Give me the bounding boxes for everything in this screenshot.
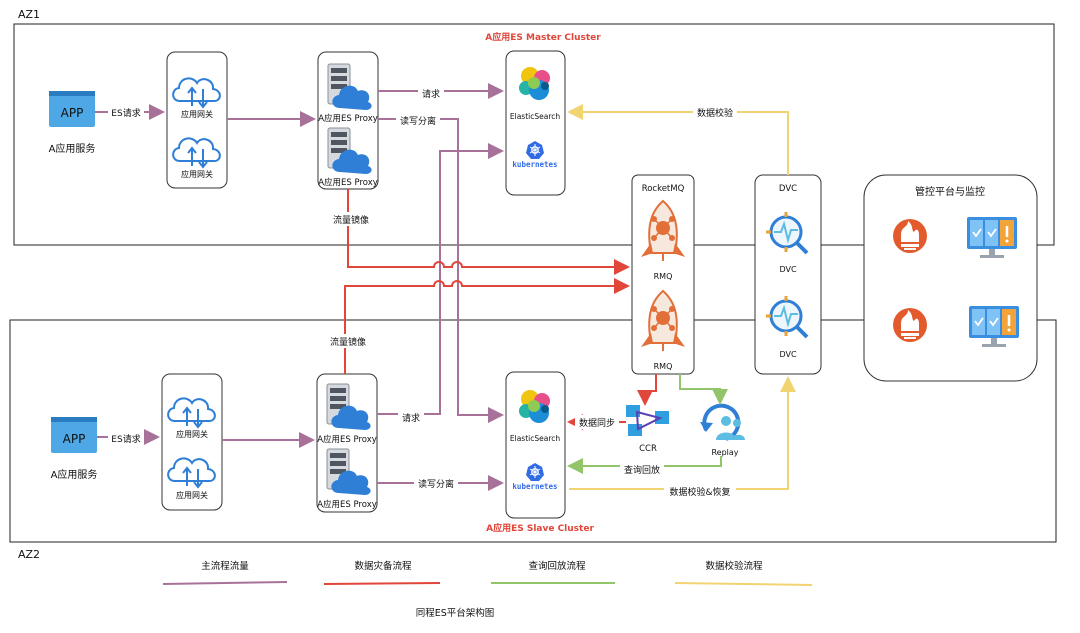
bottom-gateway-1-label: 应用网关	[176, 429, 208, 439]
top-app-icon: APP	[49, 91, 95, 127]
legend: 主流程流量 数据灾备流程 查询回放流程 数据校验流程	[162, 560, 813, 586]
legend-replay-label: 查询回放流程	[528, 560, 586, 572]
master-cluster-title: A应用ES Master Cluster	[485, 31, 601, 43]
data-check-label: 数据校验	[697, 107, 733, 119]
rmq-2-label: RMQ	[654, 362, 673, 371]
ccr-icon	[626, 405, 669, 436]
bottom-request-label: 请求	[402, 412, 420, 424]
az1-zone	[13, 23, 1055, 246]
az1-label: AZ1	[18, 8, 40, 21]
ccr-label: CCR	[639, 444, 657, 454]
query-replay-arrow	[567, 456, 722, 474]
top-request-label: 请求	[422, 88, 440, 100]
replay-label: Replay	[711, 448, 738, 457]
bottom-app-label: APP	[63, 432, 86, 446]
top-kubernetes-label: kubernetes	[512, 160, 557, 169]
top-traffic-mirror-arrow	[347, 189, 630, 275]
legend-main-line	[162, 581, 288, 585]
top-gateway-box	[166, 51, 228, 189]
rocketmq-title: RocketMQ	[642, 184, 685, 194]
legend-dr-label: 数据灾备流程	[354, 560, 412, 572]
dvc-to-master-check-arrow	[567, 104, 789, 175]
legend-check-line	[674, 582, 813, 586]
rmq-to-ccr-arrow	[637, 374, 657, 406]
dvc-title: DVC	[779, 184, 797, 194]
query-replay-label: 查询回放	[624, 464, 660, 476]
bottom-app-service-label: A应用服务	[51, 468, 98, 481]
top-proxy-1-label: A应用ES Proxy	[318, 113, 378, 124]
top-proxy-2-label: A应用ES Proxy	[318, 177, 378, 188]
prometheus-icon-2	[893, 308, 927, 342]
top-elasticsearch-label: ElasticSearch	[510, 112, 560, 121]
top-es-request-label: ES请求	[111, 107, 140, 119]
control-platform-title: 管控平台与监控	[915, 185, 985, 198]
rmq-to-replay-arrow	[679, 374, 728, 405]
data-sync-label: 数据同步	[579, 417, 615, 429]
control-platform-box	[863, 174, 1038, 382]
replay-icon	[700, 403, 745, 441]
dvc-check-restore-arrow	[569, 376, 796, 490]
top-app-service-label: A应用服务	[49, 142, 96, 155]
dvc-box	[754, 174, 822, 375]
rmq-1-label: RMQ	[654, 272, 673, 281]
bottom-gateway-box	[161, 373, 223, 511]
top-traffic-mirror-label: 流量镜像	[333, 214, 369, 226]
bottom-es-request-label: ES请求	[111, 433, 140, 445]
az2-label: AZ2	[18, 548, 40, 561]
bottom-app-icon: APP	[51, 417, 97, 453]
diagram-caption: 同程ES平台架构图	[416, 607, 495, 619]
top-app-label: APP	[61, 106, 84, 120]
bottom-request-arrow	[377, 143, 504, 415]
bottom-traffic-mirror-arrow	[344, 278, 630, 374]
legend-check-label: 数据校验流程	[705, 560, 763, 572]
legend-dr-line	[323, 582, 441, 585]
top-gateway-2-label: 应用网关	[181, 169, 213, 179]
bottom-rw-split-label: 读写分离	[418, 478, 454, 490]
rocketmq-box	[631, 174, 695, 375]
top-gateway-1-label: 应用网关	[181, 109, 213, 119]
prometheus-icon-1	[893, 219, 927, 253]
bottom-proxy-2-label: A应用ES Proxy	[317, 499, 377, 510]
bottom-elasticsearch-label: ElasticSearch	[510, 434, 560, 443]
bottom-gateway-2-label: 应用网关	[176, 490, 208, 500]
bottom-traffic-mirror-label: 流量镜像	[330, 336, 366, 348]
legend-main-label: 主流程流量	[201, 560, 249, 572]
bottom-proxy-1-label: A应用ES Proxy	[317, 434, 377, 445]
az2-zone	[9, 319, 1057, 543]
top-rw-split-label: 读写分离	[400, 115, 436, 127]
check-restore-label: 数据校验&恢复	[669, 486, 730, 498]
dvc-2-label: DVC	[779, 350, 796, 359]
dvc-1-label: DVC	[779, 265, 796, 274]
slave-cluster-title: A应用ES Slave Cluster	[486, 522, 594, 534]
bottom-kubernetes-label: kubernetes	[512, 482, 557, 491]
